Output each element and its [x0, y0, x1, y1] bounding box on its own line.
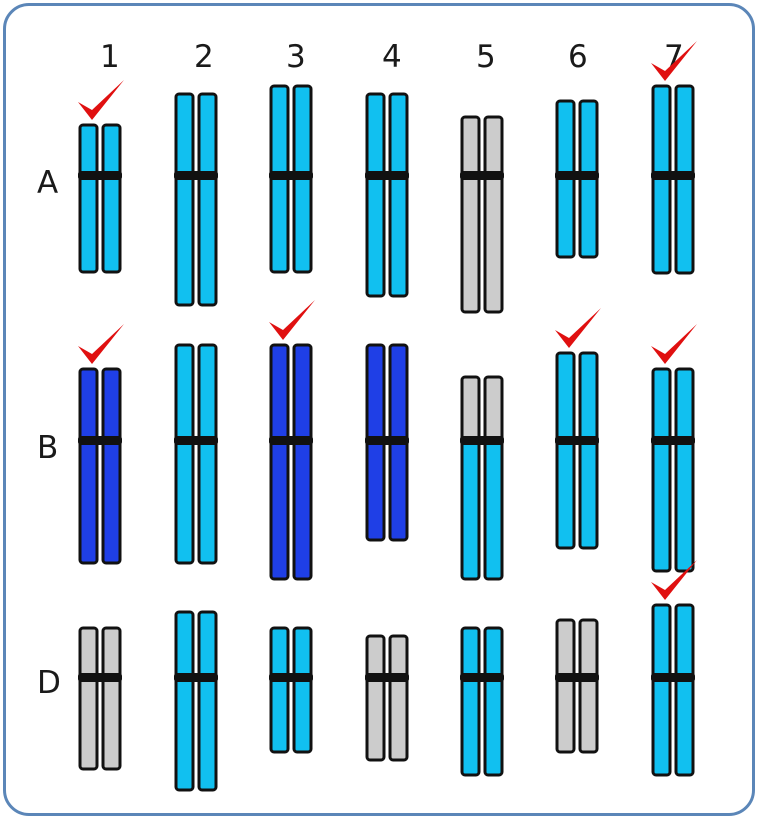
chromatid: [460, 626, 481, 777]
centromere: [174, 673, 218, 682]
chromatid: [651, 367, 672, 573]
chromosome-pair-b4: [365, 343, 409, 542]
centromere: [651, 673, 695, 682]
column-label-5: 5: [476, 39, 496, 75]
chromosome-pair-d4: [365, 634, 409, 762]
check-mark-icon: [651, 560, 697, 600]
centromere: [651, 171, 695, 180]
chromatid: [78, 626, 99, 771]
row-label-b: B: [37, 430, 59, 466]
chromosome-pair-a5: [460, 115, 504, 314]
diagram-frame: [3, 3, 755, 816]
centromere: [555, 171, 599, 180]
chromatid: [174, 343, 195, 565]
chromatid: [78, 367, 99, 565]
chromosome-pair-d7: [651, 603, 695, 777]
centromere: [174, 436, 218, 445]
column-label-2: 2: [194, 39, 214, 75]
chromatid: [651, 603, 672, 777]
chromosome-pair-d2: [174, 610, 218, 792]
chromatid: [269, 343, 290, 581]
centromere: [555, 436, 599, 445]
centromere: [365, 436, 409, 445]
check-mark-icon: [78, 324, 124, 364]
centromere: [460, 436, 504, 445]
chromosome-pair-a7: [651, 84, 695, 275]
chromatid: [101, 626, 122, 771]
centromere: [78, 673, 122, 682]
chromatid: [78, 123, 99, 274]
chromatid: [101, 123, 122, 274]
centromere: [460, 171, 504, 180]
chromatid: [578, 618, 599, 754]
chromosome-pair-a3: [269, 84, 313, 274]
chromatid: [292, 343, 313, 581]
chromatid: [555, 351, 576, 550]
chromatid: [483, 115, 504, 314]
chromatid: [388, 92, 409, 298]
chromosome-pair-d1: [78, 626, 122, 771]
chromatid: [269, 626, 290, 754]
chromatid: [460, 375, 481, 581]
chromosome-pair-b7: [651, 367, 695, 573]
chromatid: [365, 634, 386, 762]
chromosome-pair-d6: [555, 618, 599, 754]
chromatid: [197, 343, 218, 565]
chromatid: [388, 634, 409, 762]
centromere: [269, 673, 313, 682]
chromatid: [483, 626, 504, 777]
chromatid: [174, 610, 195, 792]
row-label-a: A: [37, 165, 59, 201]
chromosome-pair-a6: [555, 99, 599, 259]
column-label-6: 6: [568, 39, 588, 75]
chromosome-pair-b2: [174, 343, 218, 565]
check-mark-icon: [651, 41, 697, 81]
chromatid: [365, 92, 386, 298]
check-mark-icon: [269, 300, 315, 340]
chromatid: [674, 367, 695, 573]
chromosome-pair-d3: [269, 626, 313, 754]
chromosome-pair-d5: [460, 626, 504, 777]
chromatid: [674, 603, 695, 777]
check-mark-icon: [555, 308, 601, 348]
chromatid: [174, 92, 195, 307]
column-label-4: 4: [382, 39, 402, 75]
column-label-3: 3: [286, 39, 306, 75]
centromere: [555, 673, 599, 682]
chromatid: [101, 367, 122, 565]
row-label-d: D: [37, 665, 61, 701]
chromosome-pair-b3: [269, 343, 313, 581]
centromere: [78, 171, 122, 180]
chromosome-pair-b1: [78, 367, 122, 565]
chromosome-pair-a2: [174, 92, 218, 307]
chromatid: [483, 375, 504, 581]
centromere: [269, 171, 313, 180]
chromosome-pair-b5: [460, 375, 504, 581]
chromatid: [197, 610, 218, 792]
centromere: [651, 436, 695, 445]
centromere: [174, 171, 218, 180]
chromosome-pair-a1: [78, 123, 122, 274]
chromosome-pair-a4: [365, 92, 409, 298]
chromatid: [578, 351, 599, 550]
chromatid: [292, 626, 313, 754]
check-mark-icon: [78, 80, 124, 120]
column-label-7: 7: [664, 39, 684, 75]
centromere: [365, 673, 409, 682]
centromere: [269, 436, 313, 445]
chromosome-pair-b6: [555, 351, 599, 550]
column-label-1: 1: [100, 39, 120, 75]
centromere: [460, 673, 504, 682]
chromatid: [197, 92, 218, 307]
check-mark-icon: [651, 324, 697, 364]
centromere: [365, 171, 409, 180]
centromere: [78, 436, 122, 445]
chromatid: [460, 115, 481, 314]
chromatid: [555, 618, 576, 754]
